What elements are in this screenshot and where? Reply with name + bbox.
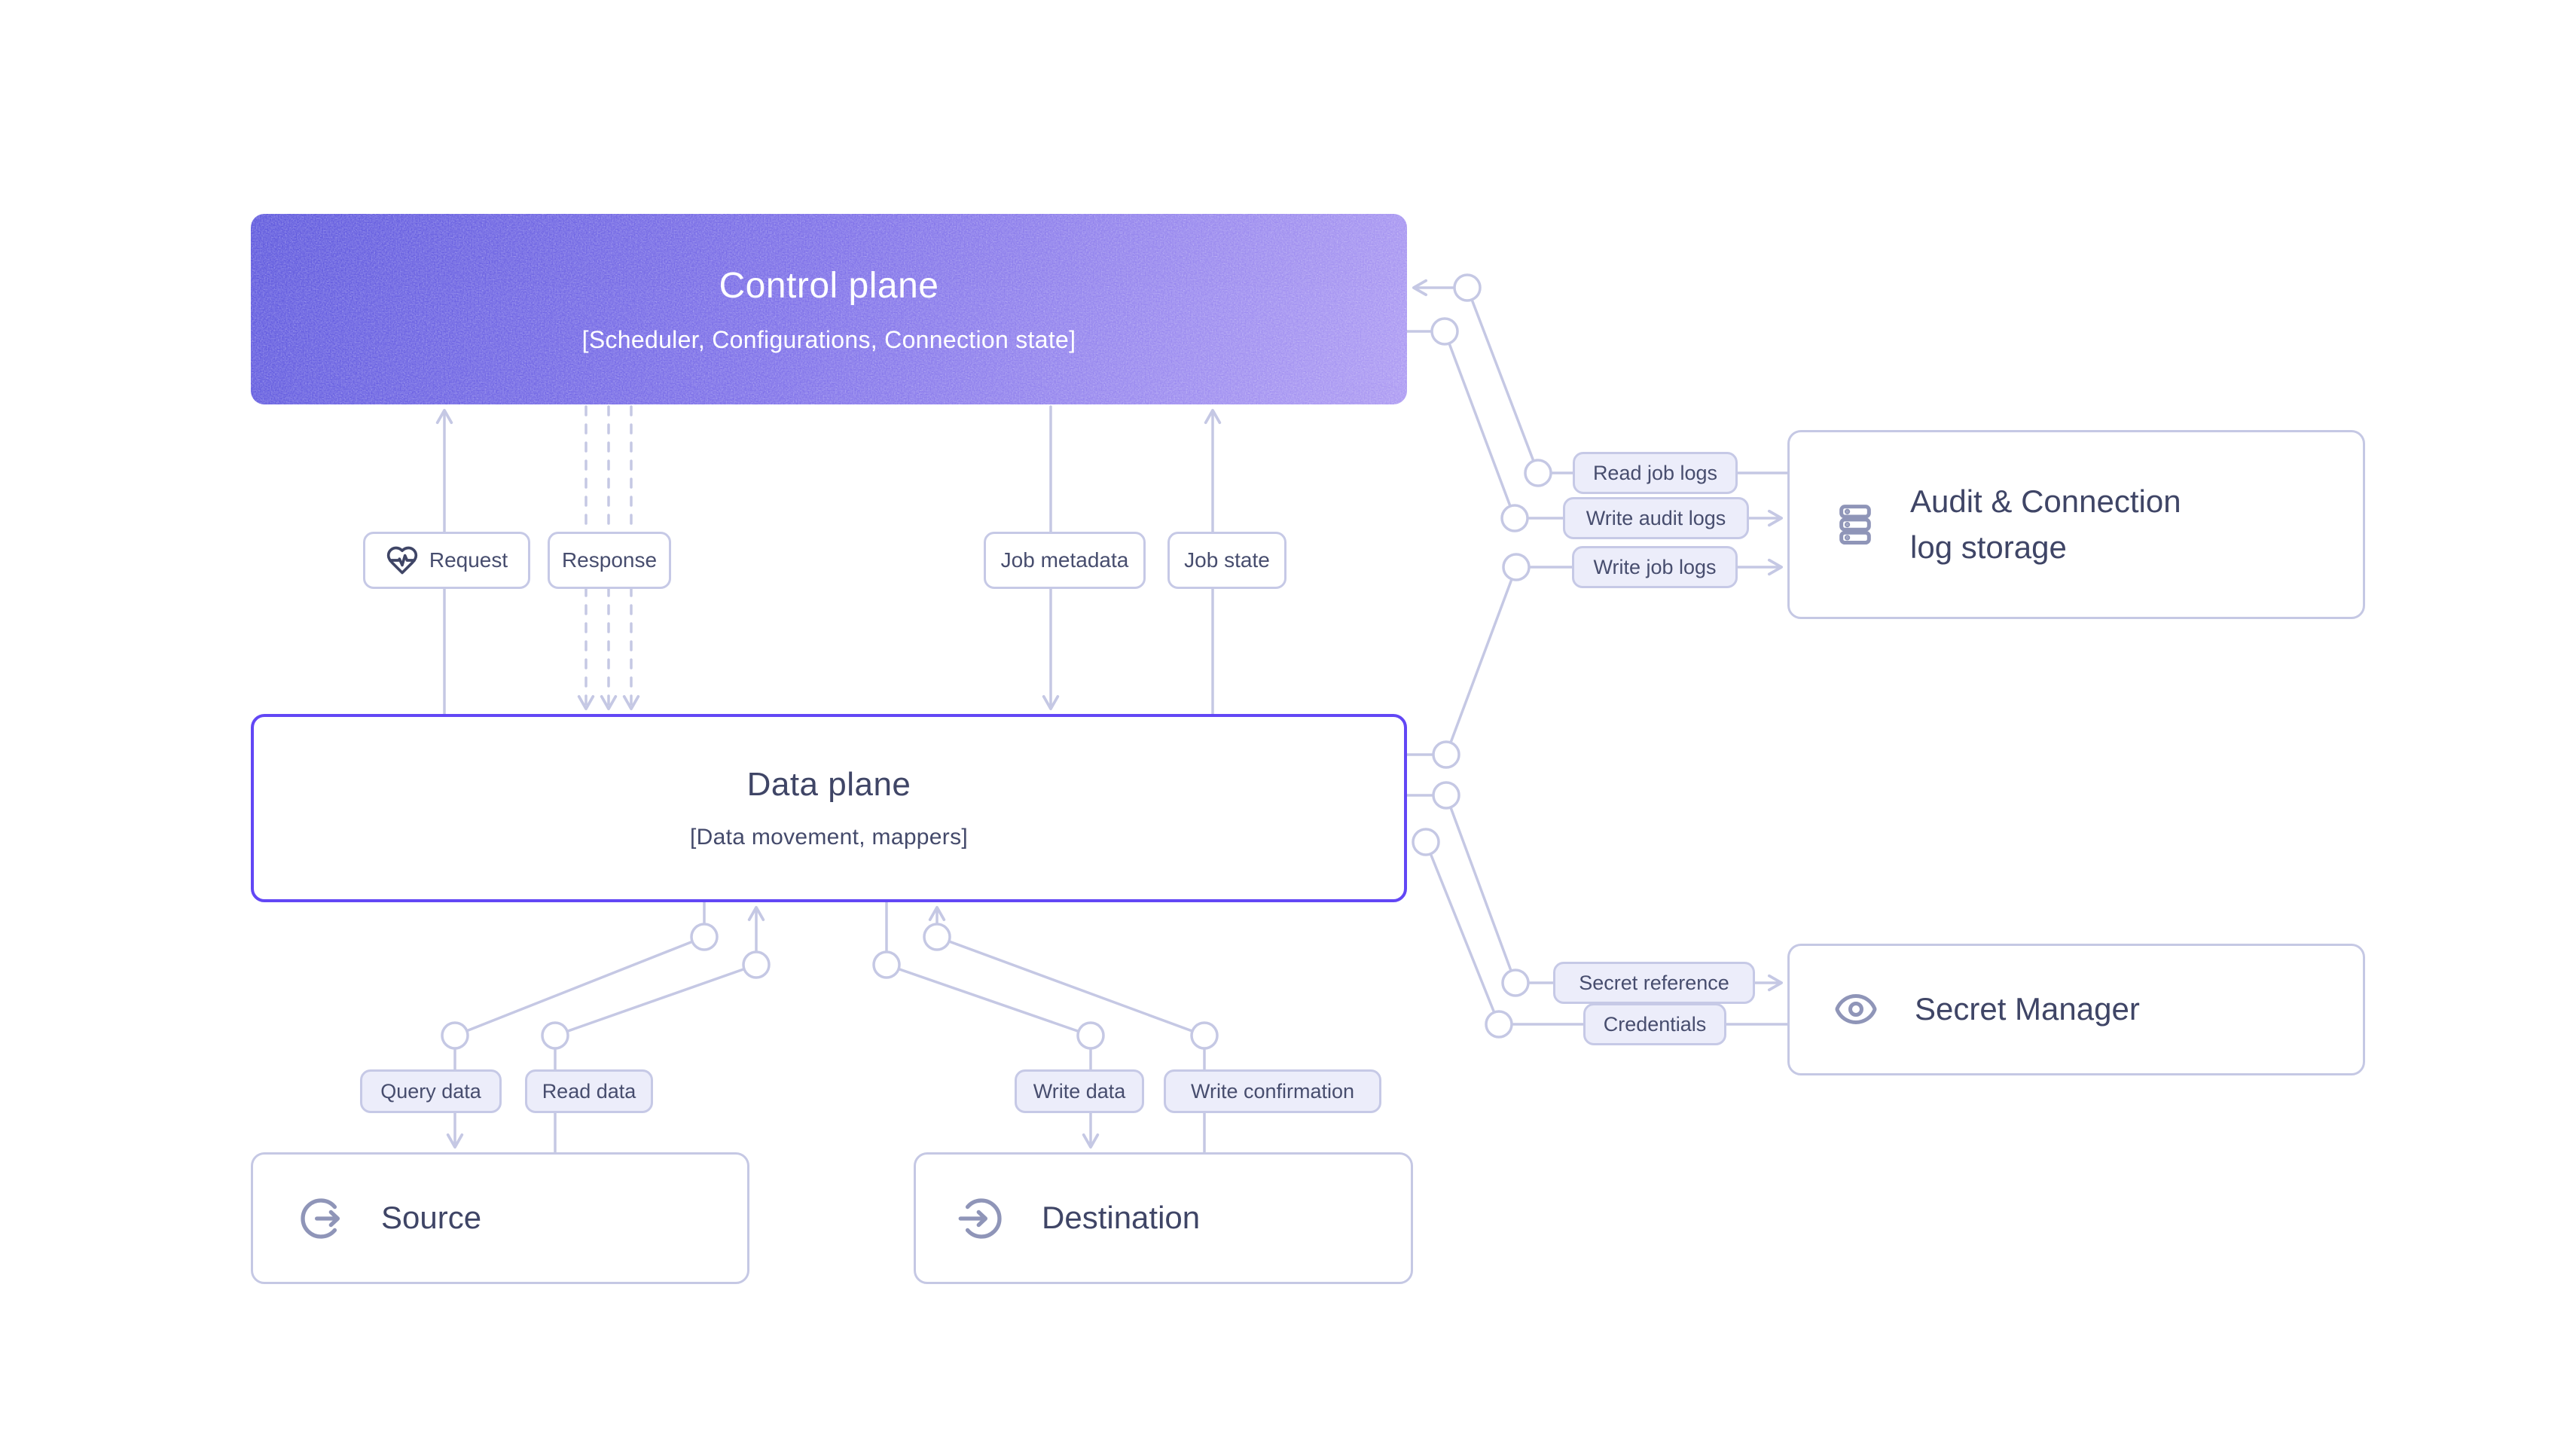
secret-manager-node: Secret Manager	[1787, 944, 2365, 1075]
control-plane-node: Control plane [Scheduler, Configurations…	[251, 214, 1407, 404]
credentials-label: Credentials	[1583, 1003, 1726, 1045]
write-job-logs-label: Write job logs	[1572, 546, 1738, 588]
secret-manager-title: Secret Manager	[1915, 991, 2140, 1027]
response-label: Response	[548, 532, 671, 589]
control-plane-title: Control plane	[719, 265, 939, 306]
circle-arrow-in-icon	[958, 1197, 1002, 1239]
read-job-logs-label: Read job logs	[1573, 452, 1738, 494]
data-plane-title: Data plane	[746, 766, 911, 803]
edge-write-confirmation	[928, 905, 1206, 1154]
audit-log-storage-title: Audit & Connection log storage	[1910, 483, 2181, 565]
noise-texture	[251, 214, 1407, 404]
write-audit-logs-label: Write audit logs	[1563, 497, 1749, 539]
request-label: Request	[363, 532, 530, 589]
write-confirmation-label: Write confirmation	[1164, 1069, 1381, 1113]
audit-log-storage-node: Audit & Connection log storage	[1787, 430, 2365, 619]
eye-icon	[1835, 994, 1877, 1025]
request-label-text: Request	[429, 548, 508, 572]
edge-secret-reference	[1406, 794, 1784, 992]
junction-circles	[441, 273, 1552, 1050]
edge-read-data	[554, 905, 765, 1154]
write-data-label: Write data	[1015, 1069, 1144, 1113]
destination-node: Destination	[914, 1152, 1413, 1284]
control-plane-subtitle: [Scheduler, Configurations, Connection s…	[581, 325, 1076, 353]
query-data-label: Query data	[360, 1069, 502, 1113]
data-plane-subtitle: [Data movement, mappers]	[689, 825, 969, 850]
edge-write-job-logs	[1406, 558, 1784, 756]
heart-pulse-icon	[386, 546, 418, 575]
secret-reference-label: Secret reference	[1553, 962, 1755, 1004]
data-plane-node: Data plane [Data movement, mappers]	[251, 714, 1407, 902]
job-state-label: Job state	[1167, 532, 1286, 589]
read-data-label: Read data	[525, 1069, 653, 1113]
source-title: Source	[381, 1200, 482, 1236]
job-metadata-label: Job metadata	[984, 532, 1146, 589]
circle-arrow-out-icon	[301, 1197, 340, 1239]
source-node: Source	[251, 1152, 749, 1284]
destination-title: Destination	[1042, 1200, 1201, 1236]
edge-read-job-logs	[1412, 279, 1789, 474]
server-stack-icon	[1839, 504, 1871, 545]
